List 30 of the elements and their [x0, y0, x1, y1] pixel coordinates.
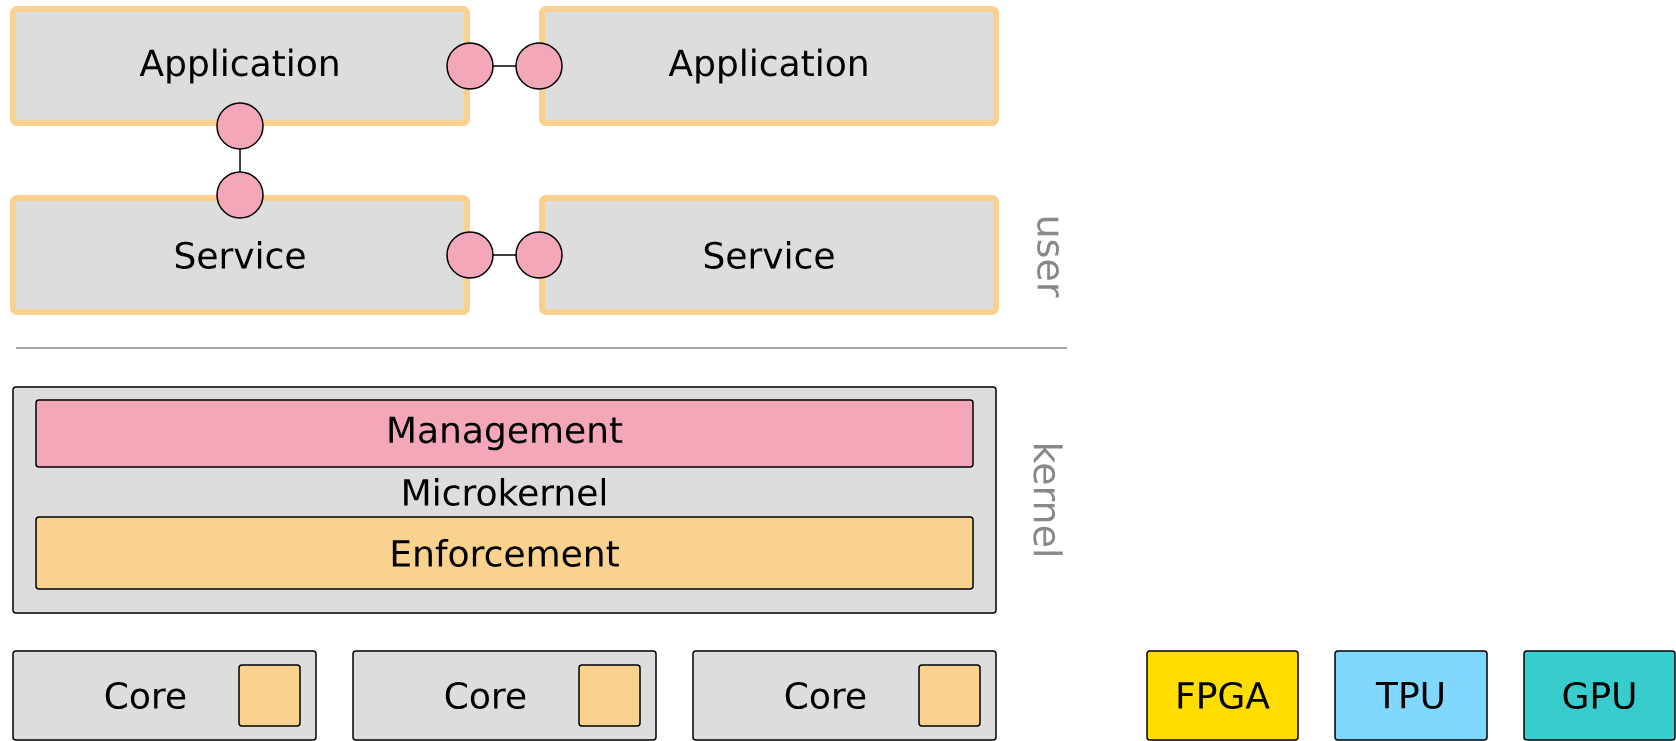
ball-connector [216, 102, 264, 219]
enforcement-box [35, 516, 974, 590]
management-box [35, 399, 974, 468]
layer-label: user [1037, 217, 1059, 298]
ball-connector [446, 231, 563, 279]
box-label: GPU [1563, 681, 1635, 710]
accelerator-box [1334, 650, 1488, 741]
box-label: TPU [1375, 682, 1443, 709]
box-label: Management [389, 416, 623, 451]
service-box [539, 195, 999, 315]
app-box [539, 6, 999, 126]
box-label: Core [785, 681, 866, 710]
accelerator-box [1523, 650, 1676, 741]
square [238, 664, 301, 727]
box-label: Service [175, 241, 305, 269]
ball-connector [446, 42, 563, 90]
service-box [10, 195, 470, 315]
box-label: FPGA [1178, 681, 1270, 710]
accelerator-box [1146, 650, 1299, 741]
box-label: Microkernel [404, 478, 605, 506]
app-box [10, 6, 470, 126]
square [578, 664, 641, 727]
box-label: Enforcement [392, 539, 619, 567]
box-label: Core [445, 681, 526, 710]
layer-label: kernel [1033, 444, 1063, 555]
square [918, 664, 981, 727]
box-label: Application [668, 48, 867, 84]
box-label: Application [139, 48, 338, 84]
box-label: Core [105, 681, 186, 710]
box-label: Service [704, 241, 834, 269]
